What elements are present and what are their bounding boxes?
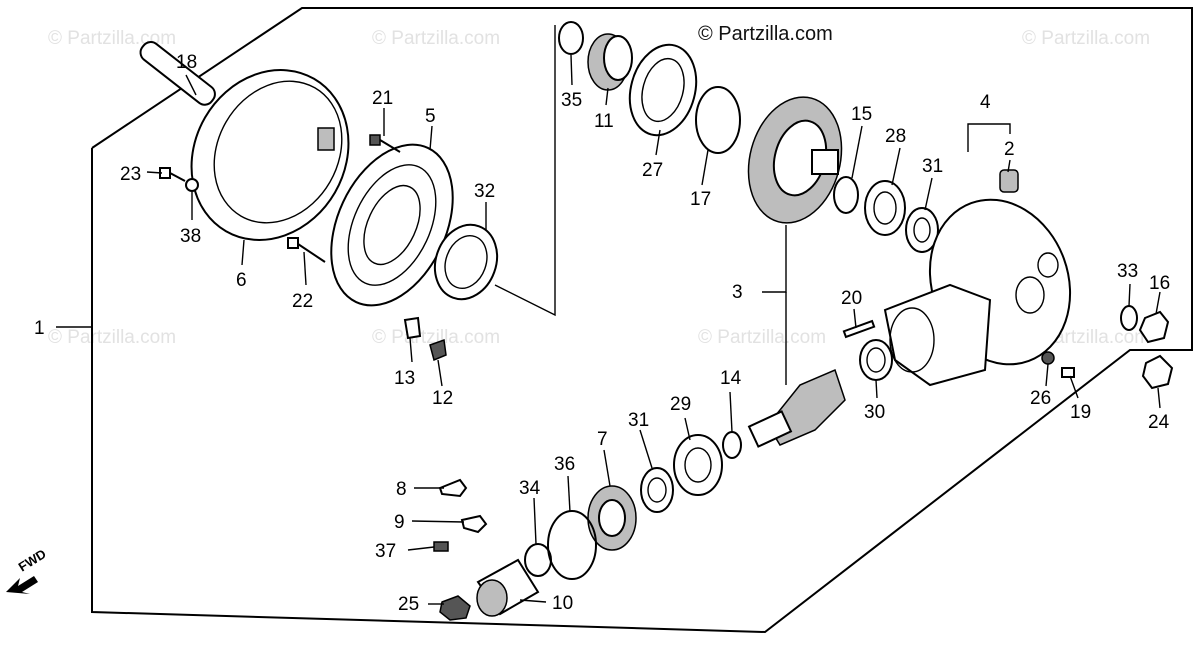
bolt-23-shank (169, 172, 186, 182)
needle-bearing-30 (859, 339, 893, 381)
ring-gear (747, 96, 843, 224)
watermark: © Partzilla.com (48, 327, 176, 348)
callout-37: 37 (375, 541, 396, 562)
callout-25: 25 (398, 594, 419, 615)
callout-1: 1 (34, 318, 45, 339)
callout-21: 21 (372, 88, 393, 109)
callout-18: 18 (176, 52, 197, 73)
callout-12: 12 (432, 388, 453, 409)
nut-16 (1138, 310, 1170, 344)
oil-seal-32 (433, 223, 499, 301)
callout-28: 28 (885, 126, 906, 147)
circlip-34 (524, 543, 552, 577)
fwd-arrow: FWD (6, 546, 49, 594)
callout-9: 9 (394, 512, 405, 533)
callout-16: 16 (1149, 273, 1170, 294)
callout-30: 30 (864, 402, 885, 423)
brake-panel-5 (330, 143, 454, 307)
bearing-28 (864, 180, 906, 236)
callout-35: 35 (561, 90, 582, 111)
callout-32: 32 (474, 181, 495, 202)
callout-4: 4 (980, 92, 991, 113)
watermark: © Partzilla.com (1022, 28, 1150, 49)
pin-20 (842, 319, 876, 339)
callout-6: 6 (236, 270, 247, 291)
leader-lines (56, 54, 1161, 605)
final-drive-case-4 (883, 198, 1072, 387)
spline-gear-7 (587, 485, 637, 551)
nut-24 (1141, 354, 1174, 390)
callout-29: 29 (670, 394, 691, 415)
bolt-8 (438, 478, 468, 498)
callout-17: 17 (690, 189, 711, 210)
drum-ring-6 (190, 69, 350, 241)
callout-10: 10 (552, 593, 573, 614)
cap-2 (999, 169, 1019, 193)
callout-8: 8 (396, 479, 407, 500)
watermark: © Partzilla.com (372, 28, 500, 49)
callout-labels: 1 2 3 4 5 6 7 8 9 10 11 12 13 14 15 16 1… (34, 52, 1170, 615)
bolt-9 (460, 514, 488, 534)
washer-13 (403, 316, 422, 340)
bolt-22 (287, 237, 299, 249)
bearing-29 (673, 434, 723, 496)
fwd-label: FWD (16, 546, 49, 574)
callout-34: 34 (519, 478, 541, 499)
washer-38 (185, 178, 199, 192)
callout-27: 27 (642, 160, 663, 181)
callout-38: 38 (180, 226, 201, 247)
collar-11 (587, 33, 633, 91)
watermark: © Partzilla.com (372, 327, 500, 348)
callout-24: 24 (1148, 412, 1170, 433)
callout-31-upper: 31 (922, 156, 943, 177)
seal-31-lower (640, 467, 674, 513)
assembly-outline (91, 7, 1193, 634)
callout-20: 20 (841, 288, 862, 309)
callout-36: 36 (554, 454, 575, 475)
clip-12 (429, 338, 447, 362)
nut-25 (439, 595, 471, 621)
callout-23: 23 (120, 164, 141, 185)
pin-18 (139, 41, 216, 106)
bolt-19 (1061, 367, 1075, 378)
bolt-22-shank (297, 243, 326, 263)
callout-13: 13 (394, 368, 415, 389)
bolt-21-shank (379, 139, 401, 153)
o-ring-36 (547, 510, 597, 580)
callout-19: 19 (1070, 402, 1091, 423)
callout-31-lower: 31 (628, 410, 649, 431)
callout-26: 26 (1030, 388, 1051, 409)
pinion-gear (747, 368, 846, 448)
screw-37 (433, 541, 449, 552)
inner-divider (494, 25, 556, 317)
bolt-21 (369, 134, 381, 146)
circlip-35 (558, 21, 584, 55)
callout-33: 33 (1117, 261, 1138, 282)
shim-17 (695, 86, 741, 154)
shim-15 (833, 176, 859, 214)
callout-2: 2 (1004, 139, 1015, 160)
callout-3: 3 (732, 282, 743, 303)
seal-31-upper (905, 207, 939, 253)
callout-15: 15 (851, 104, 872, 125)
washer-26 (1041, 351, 1055, 365)
circlip-14 (722, 431, 742, 459)
bearing-27 (628, 43, 698, 137)
callout-11: 11 (594, 111, 614, 132)
watermark-main: © Partzilla.com (698, 23, 833, 45)
watermark: © Partzilla.com (698, 327, 826, 348)
joint-10 (476, 558, 540, 617)
callout-7: 7 (597, 429, 608, 450)
callout-5: 5 (425, 106, 436, 127)
callout-22: 22 (292, 291, 313, 312)
callout-14: 14 (720, 368, 742, 389)
